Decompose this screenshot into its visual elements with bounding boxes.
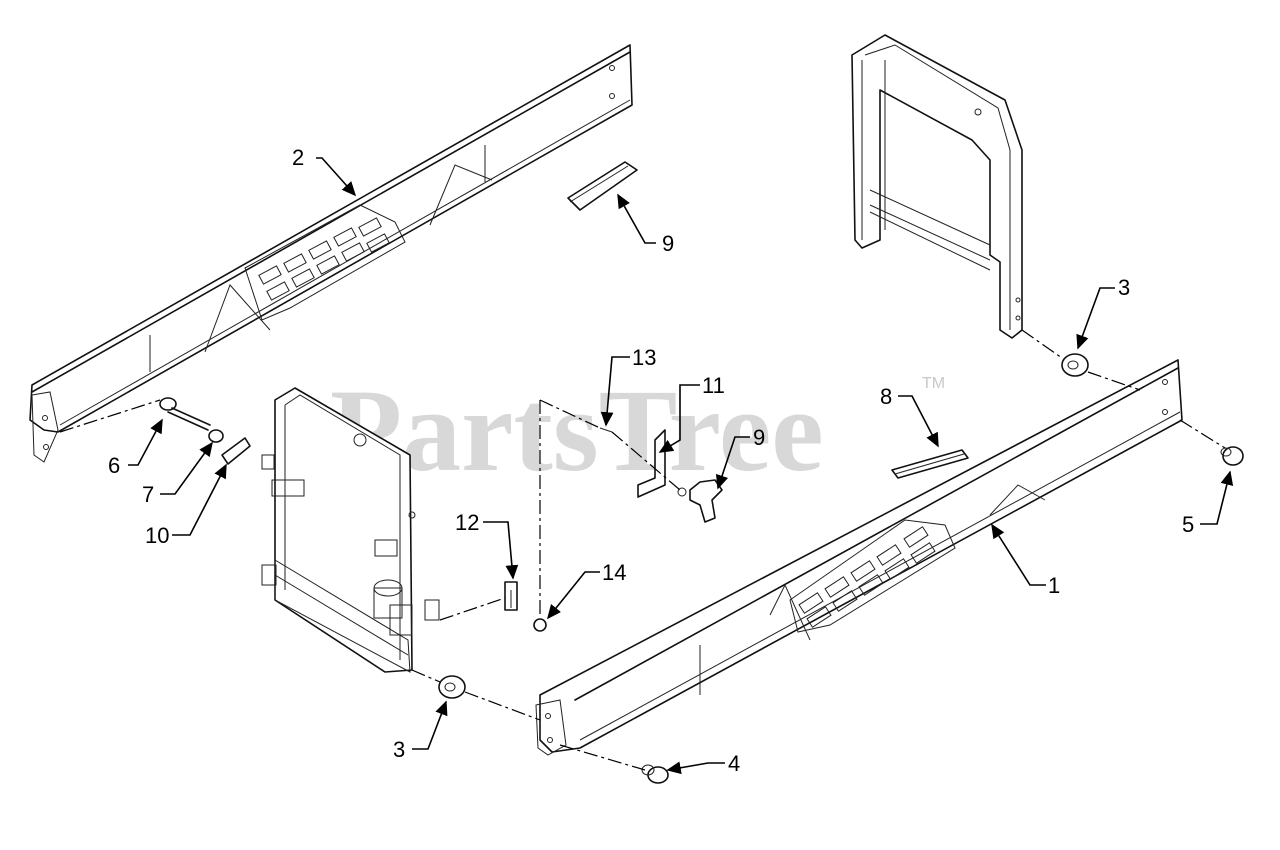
part-13-clip (504, 581, 518, 611)
part-15-nut (533, 618, 547, 632)
part-5-bolt (1220, 446, 1244, 466)
part-8-bracket (891, 449, 969, 479)
watermark-tm: TM (922, 375, 945, 392)
callout-1: 1 (1048, 573, 1060, 598)
callout-11: 10 (145, 523, 169, 548)
part-14-rod (599, 427, 613, 433)
part-9-bracket (567, 161, 638, 211)
callout-14: 13 (632, 345, 656, 370)
part-1-right-rail (535, 359, 1183, 756)
callout-5: 5 (1182, 512, 1194, 537)
part-2-left-rail (29, 44, 633, 463)
callout-10: 9 (753, 425, 765, 450)
part-7-nut (208, 429, 224, 443)
callout-6: 6 (108, 453, 120, 478)
callout-3-lower: 3 (393, 737, 405, 762)
callout-12: 11 (702, 373, 725, 398)
callout-8: 8 (880, 384, 892, 409)
part-3-washer-upper (1061, 353, 1089, 377)
callout-13: 12 (455, 510, 479, 535)
part-10-knob (677, 479, 723, 523)
battery-box-assembly (261, 387, 440, 673)
callout-3-upper: 3 (1118, 275, 1130, 300)
part-12-plate (637, 429, 666, 498)
callout-labels: 1 2 3 3 4 5 6 7 10 8 9 9 11 12 13 14 (108, 145, 1194, 776)
callout-7: 7 (142, 482, 154, 507)
callout-2: 2 (292, 145, 304, 170)
watermark-text: PartsTree (330, 365, 824, 496)
part-3-washer-lower (438, 675, 466, 699)
part-4-bolt (641, 764, 669, 784)
assembly-centerlines (59, 329, 1226, 771)
part-6-bolt (159, 397, 211, 431)
seat-frame-upright (851, 34, 1023, 339)
callout-9: 9 (662, 231, 674, 256)
leader-lines (128, 157, 1234, 775)
callout-4: 4 (728, 751, 740, 776)
part-11-plate (221, 437, 251, 465)
callout-15: 14 (602, 560, 626, 585)
